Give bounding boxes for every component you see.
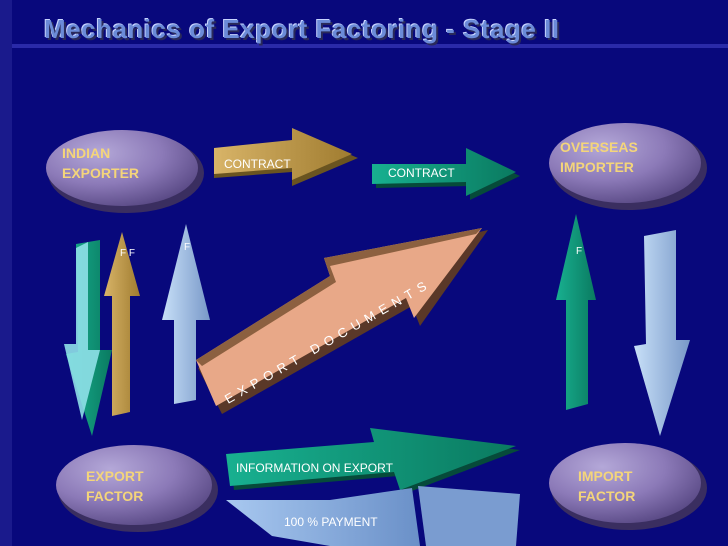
contract-left-label: CONTRACT [224,157,291,171]
right-arrow-glyph: F [576,246,582,257]
export-documents-arrow: EXPORT DOCUMENTS [196,228,488,414]
left-arrow-glyph-1: F F [120,248,135,259]
overseas-importer-node: OVERSEAS IMPORTER [549,123,707,210]
export-factor-line1: EXPORT [86,468,144,484]
payment-arrow: 100 % PAYMENT [226,486,520,546]
contract-arrow-right: CONTRACT [372,148,520,200]
contract-arrow-left: CONTRACT [214,128,358,186]
information-on-export-label: INFORMATION ON EXPORT [236,461,394,475]
import-factor-line2: FACTOR [578,488,635,504]
slide-title: Mechanics of Export Factoring - Stage II [44,14,560,44]
contract-right-label: CONTRACT [388,166,455,180]
import-factor-node: IMPORT FACTOR [549,443,707,530]
export-factor-line2: FACTOR [86,488,143,504]
payment-label: 100 % PAYMENT [284,515,378,529]
right-vertical-arrows: F [556,214,690,436]
indian-exporter-line2: EXPORTER [62,165,139,181]
import-factor-line1: IMPORT [578,468,633,484]
title-underline [12,44,728,48]
indian-exporter-node: INDIAN EXPORTER [46,130,204,213]
indian-exporter-line1: INDIAN [62,145,110,161]
information-on-export-arrow: INFORMATION ON EXPORT [226,428,520,494]
export-factor-node: EXPORT FACTOR [56,445,218,532]
overseas-importer-line2: IMPORTER [560,159,634,175]
overseas-importer-line1: OVERSEAS [560,139,638,155]
left-arrow-glyph-2: F [184,242,190,253]
left-vertical-arrows: F F F [64,224,210,436]
